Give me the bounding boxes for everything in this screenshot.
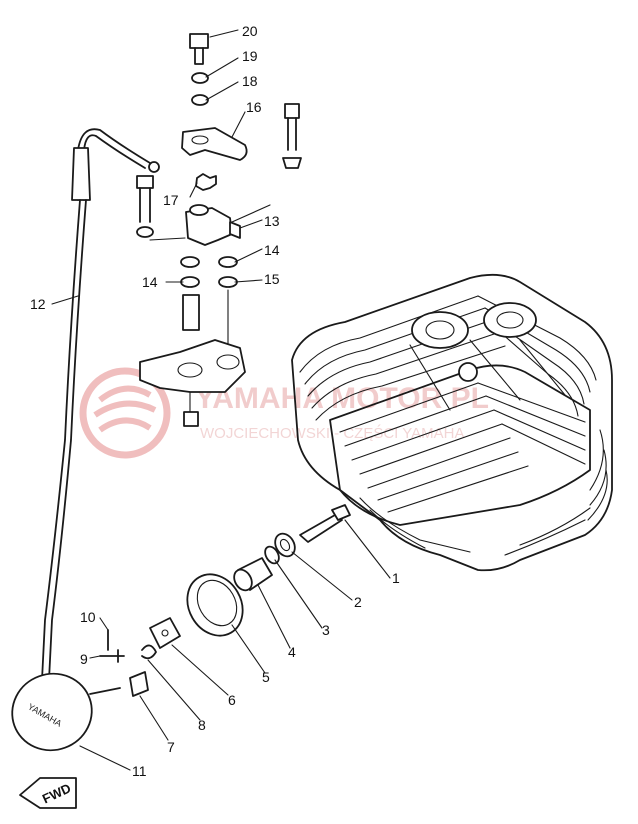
drive-gear-assembly bbox=[136, 33, 302, 427]
tacho-cable bbox=[41, 128, 160, 681]
callout-5: 5 bbox=[262, 669, 270, 685]
callout-3: 3 bbox=[322, 622, 330, 638]
callout-8: 8 bbox=[198, 717, 206, 733]
watermark-logo bbox=[79, 367, 171, 459]
callout-16: 16 bbox=[246, 99, 262, 115]
callout-6: 6 bbox=[228, 692, 236, 708]
watermark: YAMAHA MOTOR PL WOJCIECHOWSKI - CZĘŚCI Y… bbox=[79, 367, 489, 459]
cylinder-head bbox=[291, 273, 613, 572]
callout-13: 13 bbox=[264, 213, 280, 229]
callout-9: 9 bbox=[80, 651, 88, 667]
callout-7: 7 bbox=[167, 739, 175, 755]
callout-14-right: 14 bbox=[264, 242, 280, 258]
callout-12: 12 bbox=[30, 296, 46, 312]
callout-2: 2 bbox=[354, 594, 362, 610]
callout-19: 19 bbox=[242, 48, 258, 64]
fwd-arrow: FWD bbox=[19, 777, 77, 809]
callout-18: 18 bbox=[242, 73, 258, 89]
callout-20: 20 bbox=[242, 23, 258, 39]
callout-4: 4 bbox=[288, 644, 296, 660]
lower-drive-parts: YAMAHA bbox=[11, 504, 351, 752]
callout-17: 17 bbox=[163, 192, 179, 208]
leader-lines bbox=[51, 29, 391, 771]
callout-15: 15 bbox=[264, 271, 280, 287]
callout-1: 1 bbox=[392, 570, 400, 586]
callout-11: 11 bbox=[132, 763, 147, 779]
callout-10: 10 bbox=[80, 609, 96, 625]
callout-14-left: 14 bbox=[142, 274, 158, 290]
callout-labels: 20 19 18 16 17 13 14 14 15 12 1 2 3 4 5 … bbox=[30, 23, 400, 779]
watermark-line1: YAMAHA MOTOR PL bbox=[195, 382, 489, 415]
